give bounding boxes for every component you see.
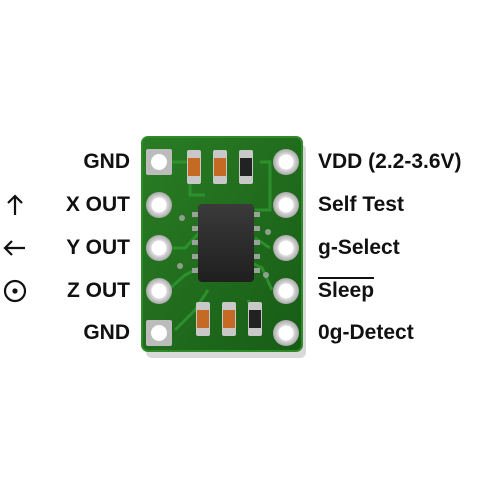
arrow-up-icon <box>7 194 23 215</box>
pin-label-x-out: X OUT <box>65 193 130 216</box>
accelerometer-chip <box>198 204 254 282</box>
pad-g-select <box>273 235 299 261</box>
pads-left <box>146 149 172 346</box>
pin-label-z-out: Z OUT <box>67 279 130 302</box>
pad-y-out <box>146 235 172 261</box>
pin-label-gnd-bottom: GND <box>83 321 130 344</box>
pin-label-sleep: Sleep <box>318 277 375 302</box>
pads-right <box>273 149 299 346</box>
pin-label-0g-detect: 0g-Detect <box>318 321 414 344</box>
pad-hole <box>151 154 167 170</box>
pad-vdd <box>273 149 299 175</box>
circled-dot-icon <box>3 279 27 303</box>
pin-label-gnd-top: GND <box>83 150 130 173</box>
vias <box>177 215 271 278</box>
pin-label-self-test: Self Test <box>318 193 404 216</box>
top-components <box>187 150 253 184</box>
bottom-components <box>196 302 262 336</box>
pin-label-y-out: Y OUT <box>66 236 130 259</box>
pad-0g-detect <box>273 320 299 346</box>
pad-x-out <box>146 192 172 218</box>
pin-label-vdd: VDD (2.2-3.6V) <box>318 150 462 173</box>
pad-z-out <box>146 278 172 304</box>
chip-leads <box>192 212 260 273</box>
pad-hole <box>151 325 167 341</box>
pad-self-test <box>273 192 299 218</box>
arrow-left-icon <box>3 240 25 256</box>
pin-label-g-select: g-Select <box>318 236 400 259</box>
pad-sleep <box>273 278 299 304</box>
